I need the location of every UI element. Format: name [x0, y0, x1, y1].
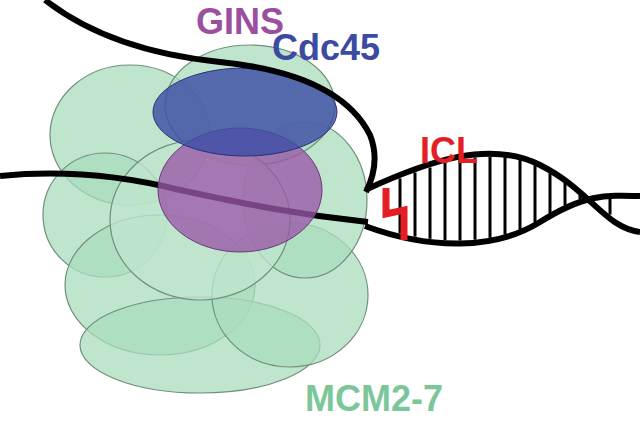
leading-strand [45, 0, 375, 192]
base-pair [444, 163, 447, 240]
dna-duplex [365, 154, 640, 244]
base-pair [564, 183, 567, 205]
base-pair [519, 160, 522, 229]
base-pair [489, 157, 492, 238]
base-pair [459, 160, 462, 241]
base-pair [504, 157, 507, 234]
icl-label: ICL [420, 133, 478, 169]
base-pair [474, 157, 477, 239]
base-pair [534, 165, 537, 222]
mcm-label: MCM2-7 [305, 381, 443, 417]
cdc45-label: Cdc45 [272, 30, 380, 66]
base-pair [609, 199, 612, 215]
base-pair [579, 194, 582, 199]
base-pair [549, 173, 552, 213]
base-pair [414, 172, 417, 236]
interstrand-crosslink [386, 188, 404, 240]
base-pair [429, 167, 432, 238]
gins-label: GINS [196, 4, 284, 40]
duplex-base-pairs [400, 157, 610, 241]
